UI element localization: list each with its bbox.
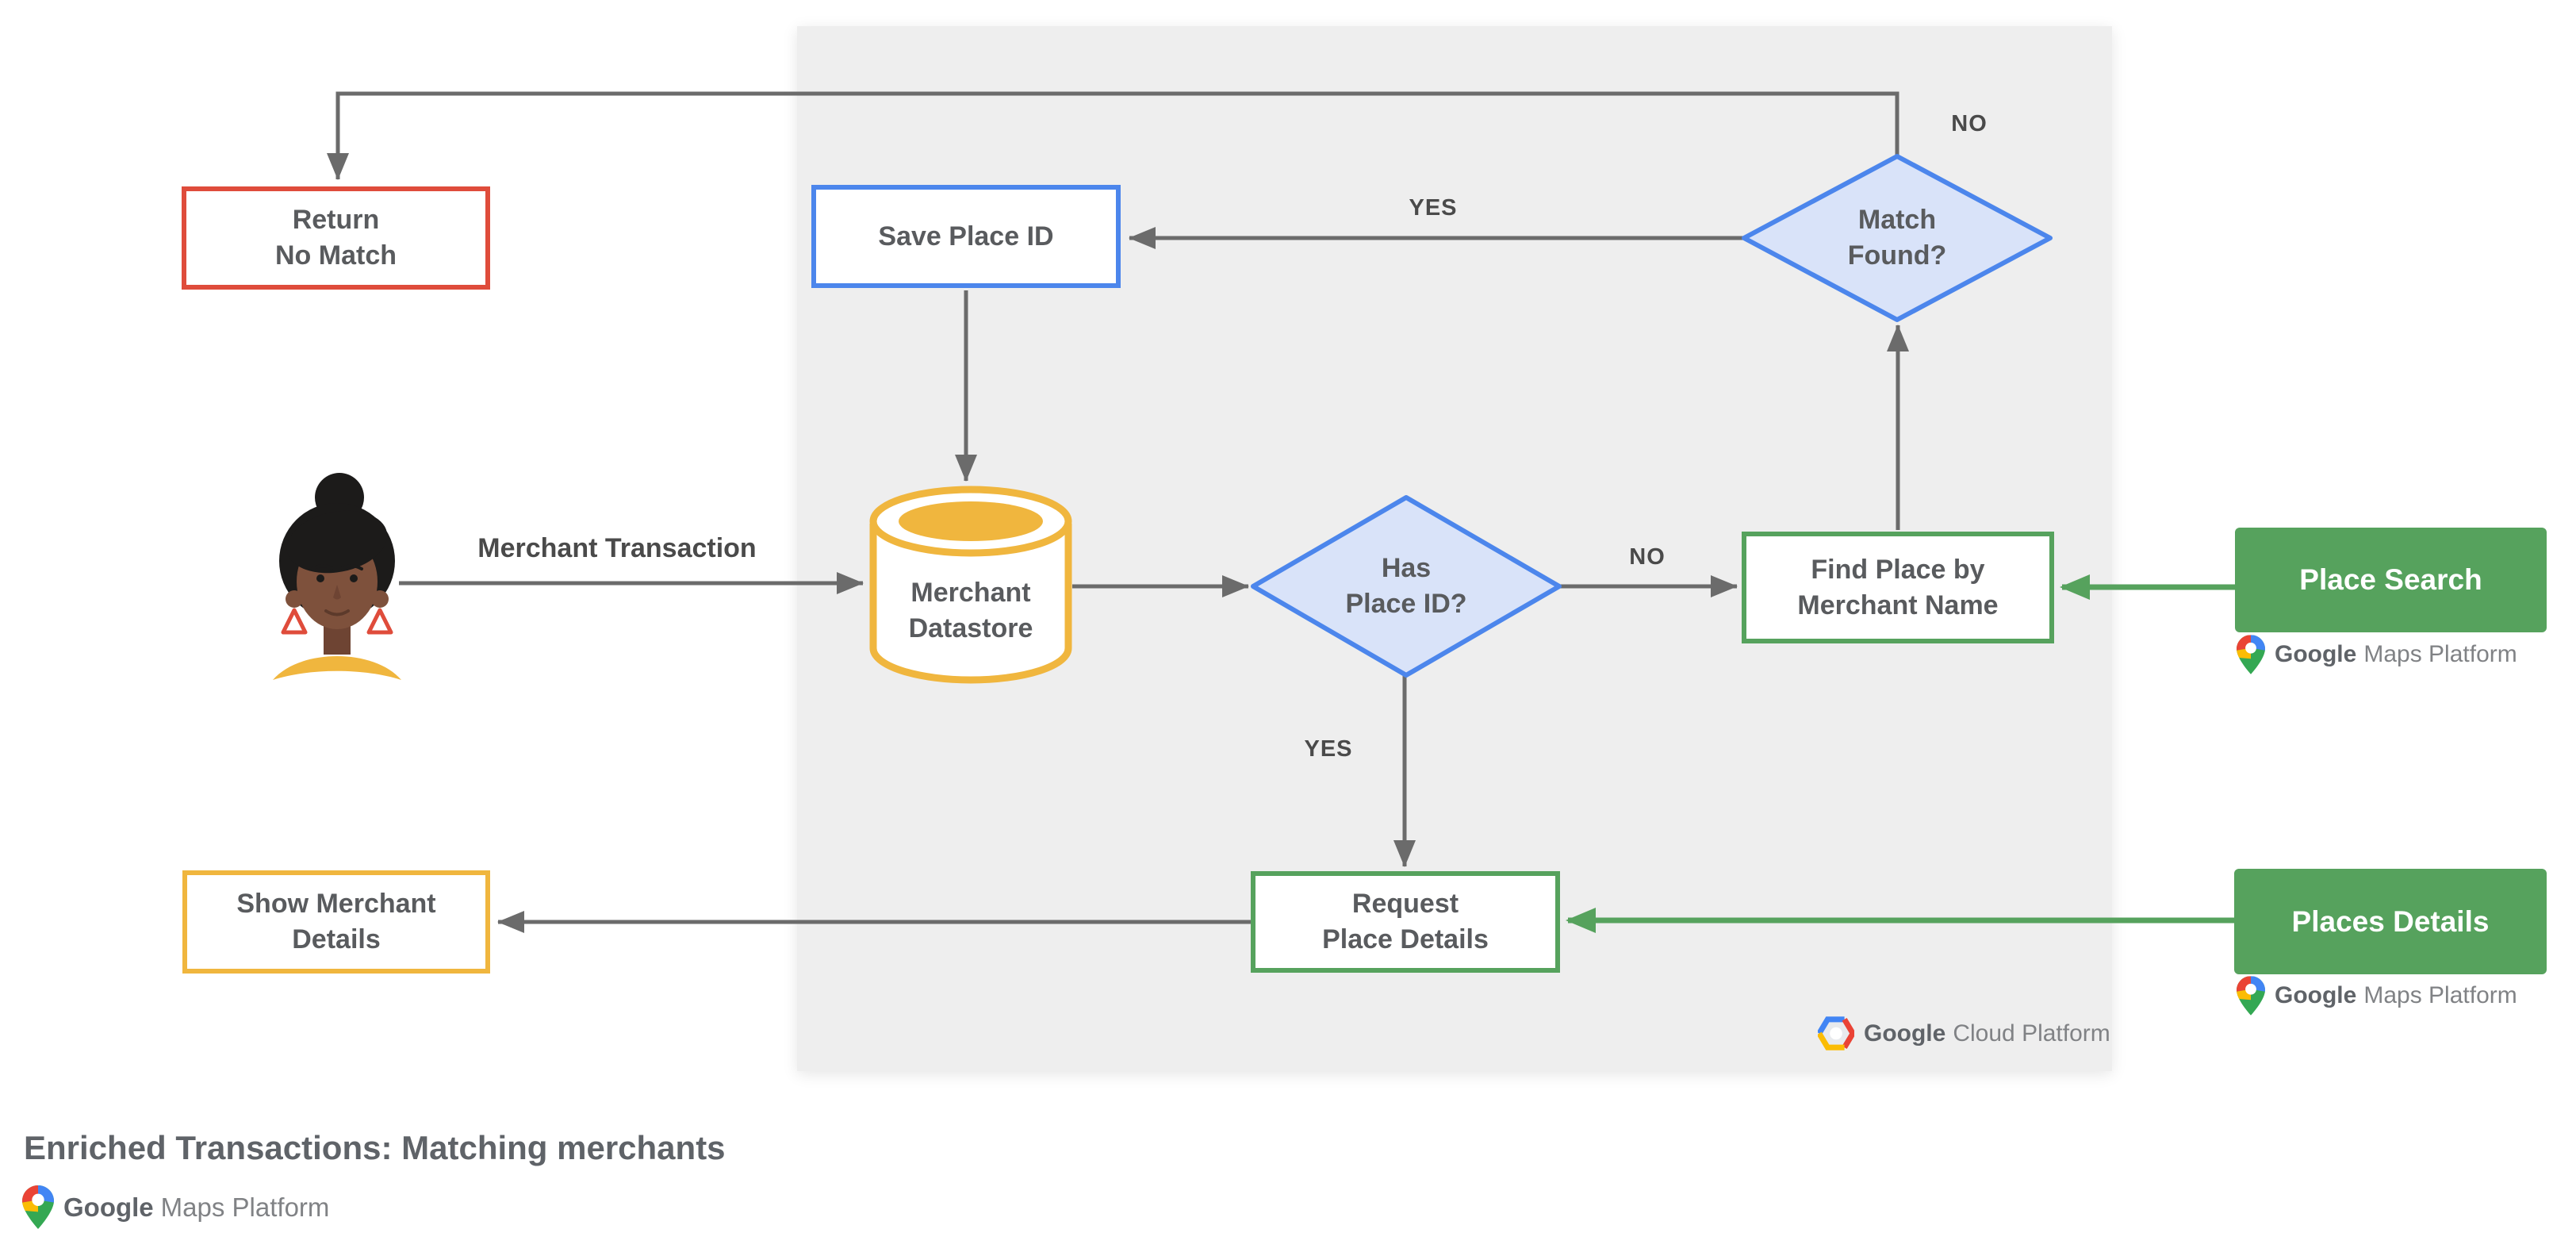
node-show-merchant-details: Show Merchant Details [182,870,490,974]
node-label: Datastore [908,613,1033,643]
decision-diamonds [1251,154,2053,678]
node-label: Save Place ID [878,221,1054,252]
node-label: Show Merchant [236,889,436,919]
node-has-place-id: Has Place ID? [1311,547,1501,626]
maps-pin-icon [22,1185,54,1229]
node-request-place-details: Request Place Details [1251,871,1560,973]
node-match-found: Match Found? [1802,198,1992,278]
cloud-platform-logo: Google Cloud Platform [1818,1016,2110,1050]
maps-pin-icon [2237,976,2265,1016]
node-label: Match [1857,205,1937,235]
gcp-hexagon-icon [1818,1016,1854,1050]
node-label: No Match [275,240,397,271]
node-label: Merchant [910,578,1031,608]
node-label: Find Place by [1811,554,1985,585]
node-find-place-by-merchant-name: Find Place by Merchant Name [1742,532,2054,643]
datastore-cylinder-icon [869,486,1072,684]
logo-product-text: Maps Platform [2363,982,2517,1008]
edge-label-yes-save: YES [1409,195,1458,221]
api-box-places-details: Places Details [2234,869,2547,974]
logo-product-text: Maps Platform [160,1192,330,1222]
logo-brand-text: Google [1864,1020,1946,1047]
api-box-label: Places Details [2291,904,2490,938]
maps-pin-icon [2237,635,2265,674]
maps-platform-logo: Google Maps Platform [2237,976,2517,1016]
node-merchant-datastore: Merchant Datastore [872,573,1070,649]
maps-platform-logo: Google Maps Platform [22,1185,329,1229]
logo-product-text: Maps Platform [2363,641,2517,667]
edge-label-no-top: NO [1951,111,1988,136]
logo-brand-text: Google [2275,641,2357,667]
node-label: Return [292,205,380,235]
merchant-transaction-label: Merchant Transaction [477,533,757,563]
node-save-place-id: Save Place ID [811,185,1121,288]
node-label: Place ID? [1345,589,1467,619]
node-return-no-match: Return No Match [182,186,490,290]
node-label: Place Details [1322,924,1489,954]
edge-label-no-find: NO [1629,544,1666,570]
diagram-title: Enriched Transactions: Matching merchant… [24,1129,726,1166]
user-avatar [273,473,401,680]
api-box-label: Place Search [2299,563,2482,596]
maps-platform-logo: Google Maps Platform [2237,635,2517,674]
edge-label-yes-request: YES [1304,736,1353,762]
node-label: Request [1351,889,1459,919]
logo-brand-text: Google [63,1192,154,1222]
logo-product-text: Cloud Platform [1953,1020,2110,1047]
node-label: Found? [1847,240,1947,271]
logo-brand-text: Google [2275,982,2357,1008]
node-label: Details [292,924,381,954]
node-label: Has [1381,553,1432,583]
api-box-place-search: Place Search [2235,528,2547,632]
node-label: Merchant Name [1797,590,1999,620]
